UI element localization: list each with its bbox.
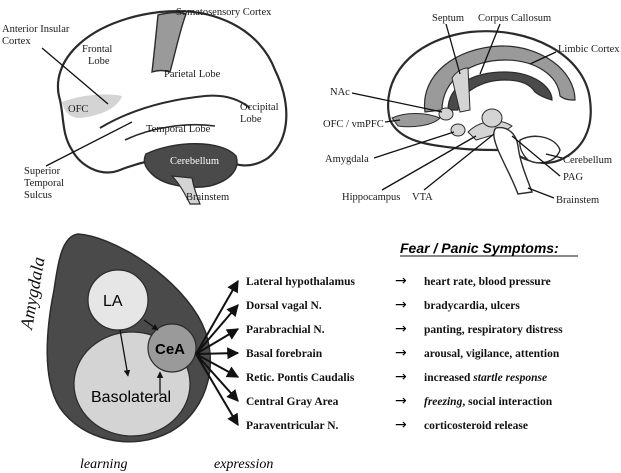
- label-amygdala-medial: Amygdala: [325, 154, 369, 165]
- symptom-label: corticosteroid release: [424, 420, 528, 432]
- label-corpus-callosum: Corpus Callosum: [478, 13, 551, 24]
- cea-arrow-3: [196, 353, 238, 354]
- label-ofc-vmpfc: OFC / vmPFC: [323, 119, 384, 130]
- cea-output-arrows: [196, 281, 238, 425]
- symptom-text: corticosteroid release: [424, 420, 528, 432]
- caption-expression: expression: [214, 457, 273, 472]
- fear-table-heading: Fear / Panic Symptoms:: [400, 240, 559, 256]
- label-nac: NAc: [330, 87, 350, 98]
- cea-arrow-0: [196, 281, 238, 354]
- label-frontal-line1: Frontal: [82, 44, 112, 55]
- label-superior-temporal-line1: Superior: [24, 166, 61, 177]
- label-anterior-insular-line1: Anterior Insular: [2, 24, 70, 35]
- label-cerebellum-medial: Cerebellum: [563, 155, 612, 166]
- pathway-label: Dorsal vagal N.: [246, 300, 322, 312]
- pathway-label: Central Gray Area: [246, 396, 339, 408]
- label-cerebellum: Cerebellum: [170, 156, 219, 167]
- label-vta: VTA: [412, 192, 433, 203]
- pathway-label: Paraventricular N.: [246, 420, 339, 432]
- label-ofc: OFC: [68, 104, 88, 115]
- basolateral-label: Basolateral: [91, 389, 171, 406]
- right-arrow-icon: →: [395, 273, 407, 289]
- label-frontal-line2: Lobe: [88, 56, 110, 67]
- symptom-label: freezing, social interaction: [424, 396, 553, 408]
- symptom-text: panting, respiratory distress: [424, 324, 563, 336]
- label-occipital-line1: Occipital: [240, 102, 279, 113]
- pathway-label: Lateral hypothalamus: [246, 276, 355, 288]
- symptom-label: panting, respiratory distress: [424, 324, 563, 336]
- label-pag: PAG: [563, 172, 583, 183]
- pathway-label: Parabrachial N.: [246, 324, 325, 336]
- label-brainstem-lateral: Brainstem: [186, 192, 229, 203]
- label-superior-temporal-line3: Sulcus: [24, 190, 52, 201]
- right-arrow-icon: →: [395, 297, 407, 313]
- symptom-label: increased startle response: [424, 372, 547, 384]
- label-superior-temporal-line2: Temporal: [24, 178, 64, 189]
- label-septum: Septum: [432, 13, 464, 24]
- label-limbic: Limbic Cortex: [558, 44, 620, 55]
- right-arrow-icon: →: [395, 345, 407, 361]
- pathway-label: Basal forebrain: [246, 348, 323, 360]
- symptom-label: arousal, vigilance, attention: [424, 348, 560, 360]
- pathway-label: Retic. Pontis Caudalis: [246, 372, 355, 384]
- right-arrow-icon: →: [395, 417, 407, 433]
- thalamus-region: [482, 109, 502, 127]
- symptom-label: bradycardia, ulcers: [424, 300, 520, 312]
- symptom-label: heart rate, blood pressure: [424, 276, 551, 288]
- amygdala-medial-region: [451, 124, 465, 136]
- label-anterior-insular-line2: Cortex: [2, 36, 31, 47]
- symptom-text: heart rate, blood pressure: [424, 276, 551, 288]
- label-temporal: Temporal Lobe: [146, 124, 211, 135]
- symptom-emphasis: startle response: [472, 372, 547, 384]
- label-occipital-line2: Lobe: [240, 114, 262, 125]
- symptom-text: arousal, vigilance, attention: [424, 348, 560, 360]
- symptom-text: increased: [424, 372, 473, 384]
- cea-label: CeA: [155, 341, 185, 358]
- label-parietal: Parietal Lobe: [164, 69, 221, 80]
- right-arrow-icon: →: [395, 393, 407, 409]
- la-label: LA: [103, 293, 123, 310]
- caption-learning: learning: [80, 457, 127, 472]
- symptom-text: bradycardia, ulcers: [424, 300, 520, 312]
- label-brainstem-medial: Brainstem: [556, 195, 599, 206]
- label-somatosensory: Somatosensory Cortex: [176, 7, 272, 18]
- amygdala-title: Amygdala: [16, 255, 49, 331]
- leader-brainstem-medial: [528, 188, 554, 198]
- nac-region: [439, 108, 453, 120]
- right-arrow-icon: →: [395, 321, 407, 337]
- medial-brain: Septum Corpus Callosum Limbic Cortex NAc…: [323, 13, 620, 206]
- label-hippocampus: Hippocampus: [342, 192, 400, 203]
- symptom-emphasis: freezing: [424, 396, 463, 408]
- symptom-text: , social interaction: [462, 396, 552, 408]
- right-arrow-icon: →: [395, 369, 407, 385]
- lateral-brain: Anterior Insular Cortex Somatosensory Co…: [2, 7, 286, 204]
- fear-table: Fear / Panic Symptoms: Lateral hypothala…: [246, 240, 578, 433]
